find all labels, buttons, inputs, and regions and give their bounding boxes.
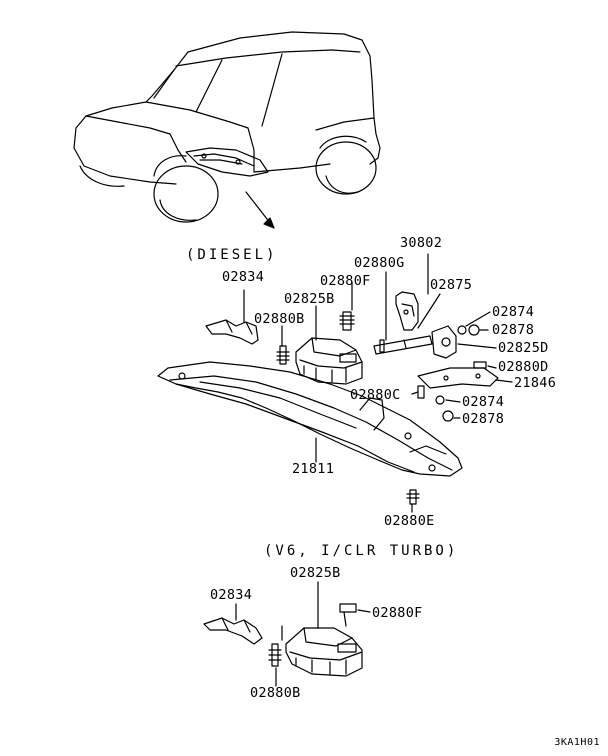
bolt-02880E — [410, 490, 416, 504]
diagram-code: 3KA1H01 — [554, 737, 600, 748]
crossmember-21811 — [158, 362, 462, 476]
label-02880B-top: 02880B — [254, 311, 305, 327]
bolt-02880F-bottom — [340, 604, 356, 612]
label-02880B-bottom: 02880B — [250, 685, 301, 701]
bracket-02834-top — [206, 320, 258, 344]
label-02875: 02875 — [430, 277, 473, 293]
nut-02878-bottom — [443, 411, 453, 421]
bracket-02834-bottom — [204, 618, 262, 644]
nut-02874-bottom — [436, 396, 444, 404]
v6-assembly — [204, 582, 370, 686]
label-02825B-top: 02825B — [284, 291, 335, 307]
bracket-21846 — [418, 368, 498, 388]
label-02880D: 02880D — [498, 359, 549, 375]
vehicle-illustration — [74, 32, 380, 228]
label-30802: 30802 — [400, 235, 443, 251]
label-21846: 21846 — [514, 375, 557, 391]
label-02825D: 02825D — [498, 340, 549, 356]
label-02880F-bottom: 02880F — [372, 605, 423, 621]
label-02880G: 02880G — [354, 255, 405, 271]
label-02878-a: 02878 — [492, 322, 535, 338]
bushing-02825D — [432, 326, 456, 358]
label-02880C: 02880C — [350, 387, 401, 403]
label-02834-top: 02834 — [222, 269, 265, 285]
label-21811: 21811 — [292, 461, 335, 477]
nut-02874-top — [458, 326, 466, 334]
mount-02825B-top — [296, 338, 362, 384]
label-02834-bottom: 02834 — [210, 587, 253, 603]
bolt-02880G — [380, 340, 384, 352]
diesel-header: (DIESEL) — [186, 247, 278, 263]
label-02825B-bottom: 02825B — [290, 565, 341, 581]
label-02874-a: 02874 — [492, 304, 535, 320]
bolt-02880C — [418, 386, 424, 398]
label-02880F-top: 02880F — [320, 273, 371, 289]
bracket-30802 — [396, 292, 418, 330]
rod-02875 — [374, 336, 432, 354]
bolt-02880B-bottom — [272, 644, 278, 666]
v6-header: (V6, I/CLR TURBO) — [264, 543, 459, 559]
bolt-02880F-top — [343, 312, 351, 330]
bolt-02880D — [474, 362, 486, 368]
diesel-assembly — [158, 254, 512, 512]
nut-02878-top — [469, 325, 479, 335]
bolt-02880B-top — [280, 346, 286, 364]
label-02878-b: 02878 — [462, 411, 505, 427]
label-02874-b: 02874 — [462, 394, 505, 410]
label-02880E: 02880E — [384, 513, 435, 529]
mount-02825B-bottom — [286, 628, 362, 676]
